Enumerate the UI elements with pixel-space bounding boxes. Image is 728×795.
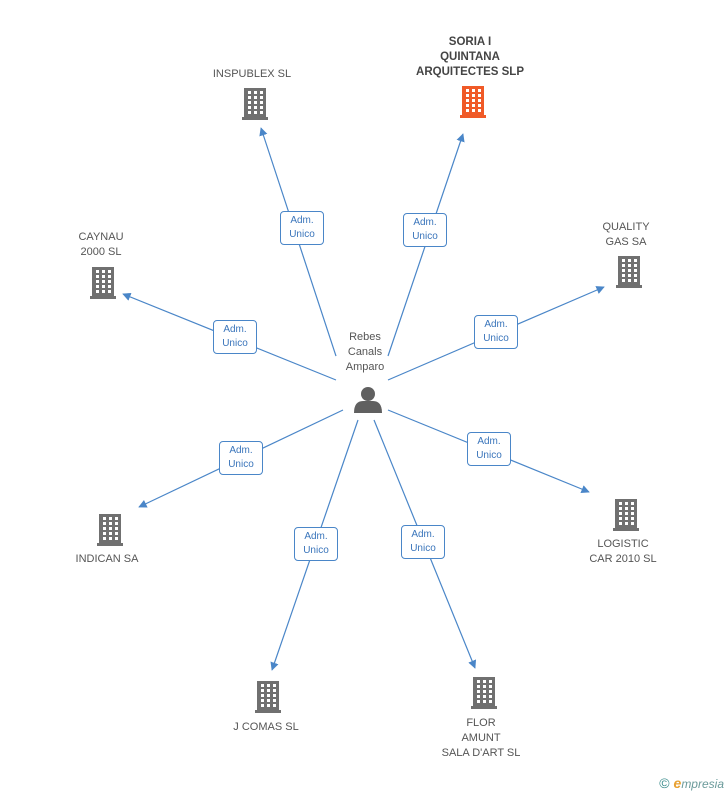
edge-label-jcomas[interactable]: Adm.Unico	[294, 527, 338, 561]
company-label-inspublex[interactable]: INSPUBLEX SL	[212, 68, 292, 80]
building-icon[interactable]	[255, 681, 281, 713]
edge-label-soria[interactable]: Adm.Unico	[403, 213, 447, 247]
building-icon[interactable]	[242, 88, 268, 120]
brand-logo[interactable]: empresia	[673, 775, 724, 791]
copyright-symbol: ©	[659, 775, 670, 791]
edge-label-caynau[interactable]: Adm.Unico	[213, 320, 257, 354]
building-icon[interactable]	[97, 514, 123, 546]
person-icon[interactable]	[354, 387, 382, 413]
company-label-jcomas[interactable]: J COMAS SL	[233, 721, 299, 733]
edge-label-flor[interactable]: Adm.Unico	[401, 525, 445, 559]
company-label-indican[interactable]: INDICAN SA	[75, 553, 139, 565]
building-icon[interactable]	[613, 499, 639, 531]
footer-brand: © empresia	[659, 775, 724, 791]
edge-label-indican[interactable]: Adm.Unico	[219, 441, 263, 475]
building-icon[interactable]	[460, 86, 486, 118]
building-icon[interactable]	[90, 267, 116, 299]
building-icon[interactable]	[616, 256, 642, 288]
edge-label-inspublex[interactable]: Adm.Unico	[280, 211, 324, 245]
edge-label-quality[interactable]: Adm.Unico	[474, 315, 518, 349]
edge-label-logistic[interactable]: Adm.Unico	[467, 432, 511, 466]
building-icon[interactable]	[471, 677, 497, 709]
